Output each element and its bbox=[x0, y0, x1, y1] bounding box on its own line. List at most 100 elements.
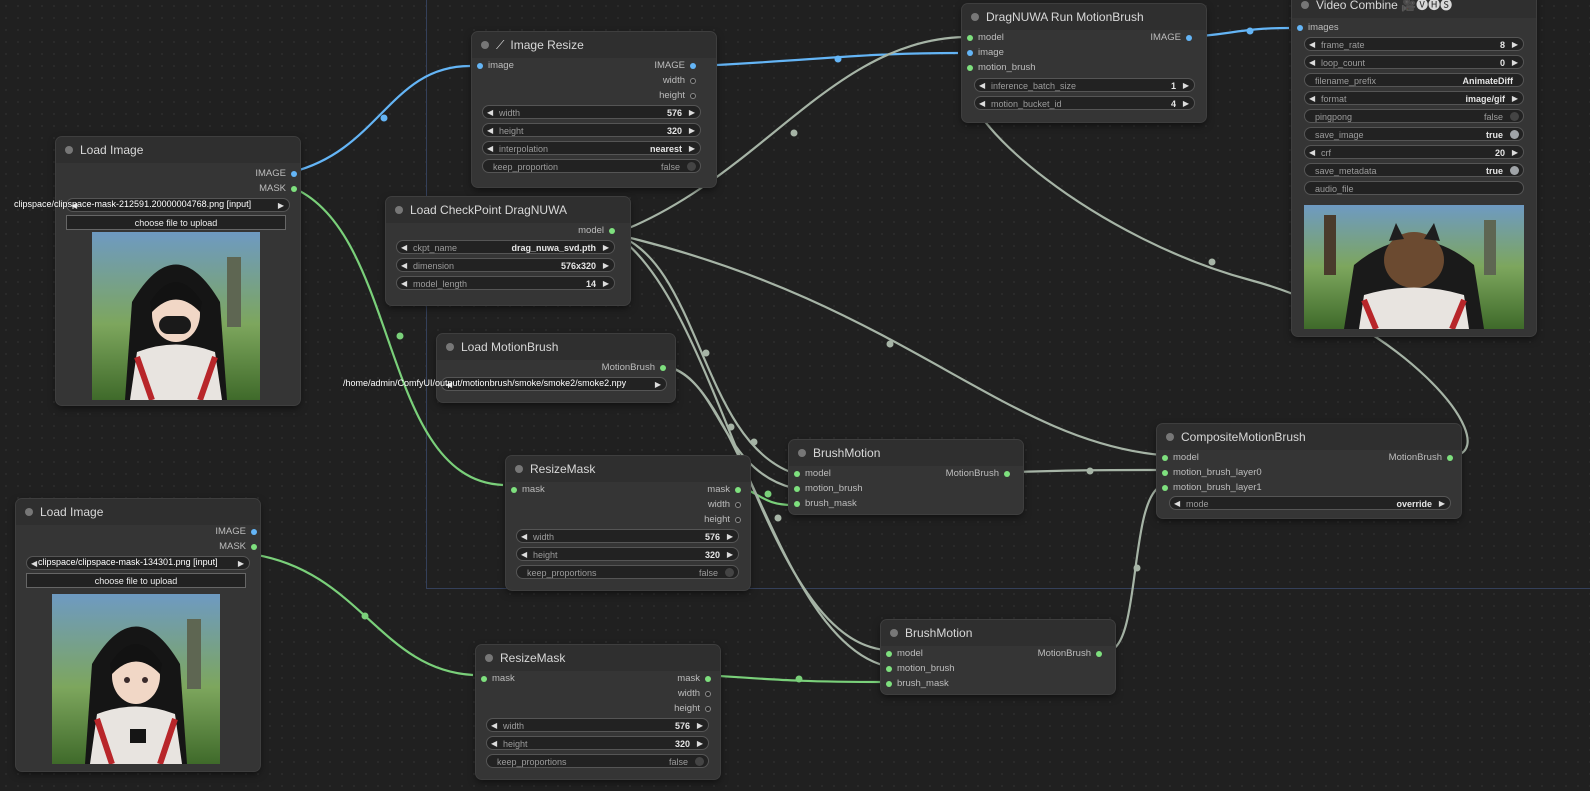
output-image[interactable]: IMAGE bbox=[215, 526, 257, 538]
arrow-left-icon[interactable]: ◀ bbox=[1309, 94, 1316, 103]
arrow-left-icon[interactable]: ◀ bbox=[979, 81, 986, 90]
resize-mask-node-2[interactable]: ResizeMask mask mask width height ◀width… bbox=[476, 645, 720, 779]
arrow-right-icon[interactable]: ▶ bbox=[1511, 40, 1518, 49]
output-mask[interactable]: mask bbox=[707, 484, 741, 496]
arrow-left-icon[interactable]: ◀ bbox=[491, 739, 498, 748]
output-mask[interactable]: MASK bbox=[259, 183, 297, 195]
input-pin[interactable] bbox=[481, 676, 487, 682]
arrow-left-icon[interactable]: ◀ bbox=[487, 144, 494, 153]
arrow-left-icon[interactable]: ◀ bbox=[1174, 499, 1181, 508]
output-pin[interactable] bbox=[690, 93, 696, 99]
image-select-widget[interactable]: ◀▶ bbox=[66, 198, 290, 212]
output-pin[interactable] bbox=[1004, 471, 1010, 477]
toggle-knob[interactable] bbox=[725, 568, 734, 577]
arrow-right-icon[interactable]: ▶ bbox=[688, 126, 695, 135]
node-title[interactable]: CompositeMotionBrush bbox=[1157, 424, 1461, 450]
load-image-node-1[interactable]: Load Image IMAGE MASK ◀▶ clipspace/clips… bbox=[14, 137, 300, 405]
node-title[interactable]: BrushMotion bbox=[881, 620, 1115, 646]
input-brush-mask[interactable]: brush_mask bbox=[794, 498, 857, 510]
input-images[interactable]: images bbox=[1297, 22, 1339, 34]
upload-button[interactable]: choose file to upload bbox=[26, 573, 246, 588]
output-pin[interactable] bbox=[705, 706, 711, 712]
dragnuwa-run-node[interactable]: DragNUWA Run MotionBrush model image mot… bbox=[962, 4, 1206, 122]
output-pin[interactable] bbox=[251, 544, 257, 550]
input-pin[interactable] bbox=[967, 50, 973, 56]
input-brush-mask[interactable]: brush_mask bbox=[886, 678, 949, 690]
arrow-left-icon[interactable]: ◀ bbox=[487, 126, 494, 135]
input-pin[interactable] bbox=[794, 501, 800, 507]
output-pin[interactable] bbox=[735, 517, 741, 523]
output-pin[interactable] bbox=[1447, 455, 1453, 461]
arrow-left-icon[interactable]: ◀ bbox=[401, 279, 408, 288]
output-motionbrush[interactable]: MotionBrush bbox=[602, 362, 666, 374]
input-motion-brush[interactable]: motion_brush bbox=[794, 483, 863, 495]
load-image-node-2[interactable]: Load Image IMAGE MASK ◀▶ clipspace/clips… bbox=[16, 499, 260, 771]
output-pin[interactable] bbox=[660, 365, 666, 371]
arrow-right-icon[interactable]: ▶ bbox=[602, 243, 609, 252]
input-pin[interactable] bbox=[794, 471, 800, 477]
load-motionbrush-node[interactable]: Load MotionBrush MotionBrush ◀▶ /home/ad… bbox=[343, 334, 675, 402]
node-title[interactable]: BrushMotion bbox=[789, 440, 1023, 466]
input-motion-brush-layer0[interactable]: motion_brush_layer0 bbox=[1162, 467, 1262, 479]
image-resize-node[interactable]: ⟋Image Resize image IMAGE width height ◀… bbox=[472, 32, 716, 187]
output-pin[interactable] bbox=[609, 228, 615, 234]
resize-mask-node-1[interactable]: ResizeMask mask mask width height ◀width… bbox=[506, 456, 750, 590]
arrow-left-icon[interactable]: ◀ bbox=[487, 108, 494, 117]
motionbrush-path-widget[interactable]: ◀▶ bbox=[441, 377, 667, 391]
output-pin[interactable] bbox=[251, 529, 257, 535]
arrow-right-icon[interactable]: ▶ bbox=[696, 739, 703, 748]
output-mask[interactable]: MASK bbox=[219, 541, 257, 553]
output-image[interactable]: IMAGE bbox=[1150, 32, 1192, 44]
output-width[interactable]: width bbox=[708, 499, 741, 511]
input-pin[interactable] bbox=[886, 651, 892, 657]
brush-motion-node-1[interactable]: BrushMotion model motion_brush brush_mas… bbox=[789, 440, 1023, 514]
arrow-left-icon[interactable]: ◀ bbox=[1309, 148, 1316, 157]
arrow-left-icon[interactable]: ◀ bbox=[401, 243, 408, 252]
arrow-right-icon[interactable]: ▶ bbox=[726, 550, 733, 559]
input-pin[interactable] bbox=[1162, 470, 1168, 476]
output-pin[interactable] bbox=[690, 78, 696, 84]
output-pin[interactable] bbox=[1186, 35, 1192, 41]
input-image[interactable]: image bbox=[477, 60, 514, 72]
input-pin[interactable] bbox=[477, 63, 483, 69]
node-title[interactable]: Video Combine 🎥🅥🅗🅢 bbox=[1292, 0, 1536, 18]
output-height[interactable]: height bbox=[659, 90, 696, 102]
arrow-right-icon[interactable]: ▶ bbox=[1182, 81, 1189, 90]
arrow-right-icon[interactable]: ▶ bbox=[726, 532, 733, 541]
input-image[interactable]: image bbox=[967, 47, 1004, 59]
arrow-left-icon[interactable]: ◀ bbox=[446, 380, 453, 389]
output-height[interactable]: height bbox=[674, 703, 711, 715]
arrow-right-icon[interactable]: ▶ bbox=[602, 279, 609, 288]
arrow-right-icon[interactable]: ▶ bbox=[1182, 99, 1189, 108]
arrow-right-icon[interactable]: ▶ bbox=[277, 201, 284, 210]
node-title[interactable]: Load Image bbox=[16, 499, 260, 525]
input-motion-brush-layer1[interactable]: motion_brush_layer1 bbox=[1162, 482, 1262, 494]
output-pin[interactable] bbox=[705, 676, 711, 682]
input-pin[interactable] bbox=[1162, 455, 1168, 461]
node-title[interactable]: ⟋Image Resize bbox=[472, 32, 716, 58]
input-motion-brush[interactable]: motion_brush bbox=[886, 663, 955, 675]
input-pin[interactable] bbox=[967, 35, 973, 41]
input-motion-brush[interactable]: motion_brush bbox=[967, 62, 1036, 74]
arrow-right-icon[interactable]: ▶ bbox=[688, 144, 695, 153]
output-image[interactable]: IMAGE bbox=[255, 168, 297, 180]
arrow-left-icon[interactable]: ◀ bbox=[71, 201, 78, 210]
